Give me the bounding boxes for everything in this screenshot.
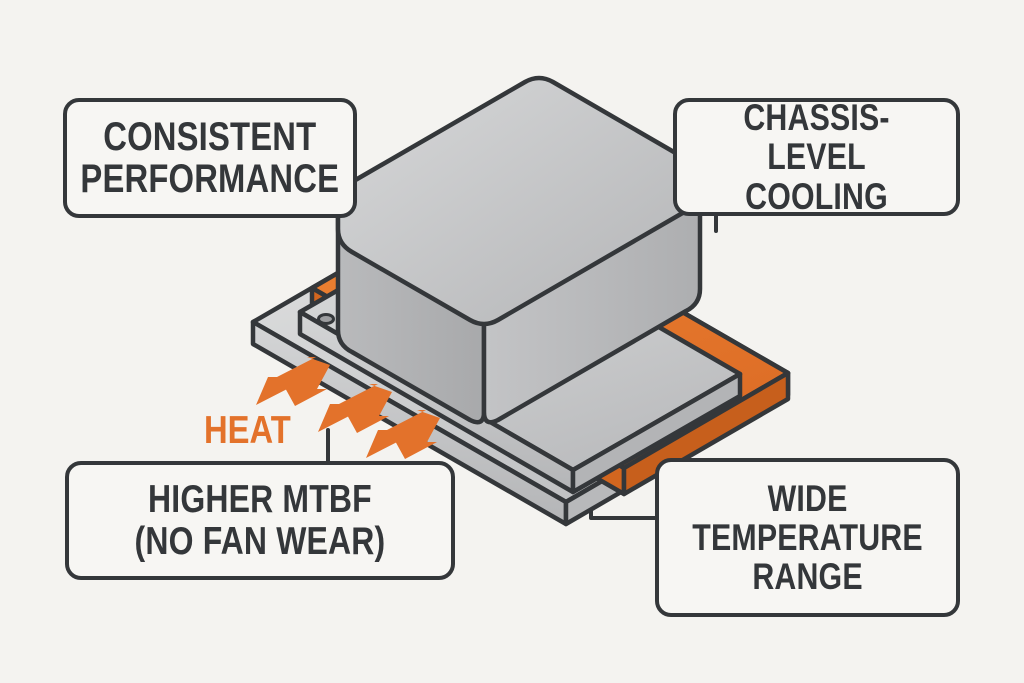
callout-wide-temperature-range[interactable]: WIDE TEMPERATURE RANGE	[655, 458, 960, 617]
callout-higher-mtbf-label: HIGHER MTBF (NO FAN WEAR)	[134, 478, 386, 563]
callout-higher-mtbf[interactable]: HIGHER MTBF (NO FAN WEAR)	[65, 461, 455, 580]
heat-arrows	[256, 357, 440, 459]
heat-arrow-1	[256, 357, 330, 406]
heat-label: HEAT	[204, 409, 291, 452]
enclosure-block	[335, 75, 703, 425]
callout-chassis-level-cooling-label: CHASSIS-LEVEL COOLING	[743, 97, 890, 217]
callout-consistent-performance[interactable]: CONSISTENT PERFORMANCE	[63, 98, 357, 218]
callout-consistent-performance-label: CONSISTENT PERFORMANCE	[80, 114, 340, 201]
callout-wide-temperature-range-label: WIDE TEMPERATURE RANGE	[692, 477, 923, 598]
callout-chassis-level-cooling[interactable]: CHASSIS-LEVEL COOLING	[673, 98, 960, 216]
heat-arrow-3	[366, 410, 440, 459]
heat-arrow-2	[318, 384, 392, 433]
